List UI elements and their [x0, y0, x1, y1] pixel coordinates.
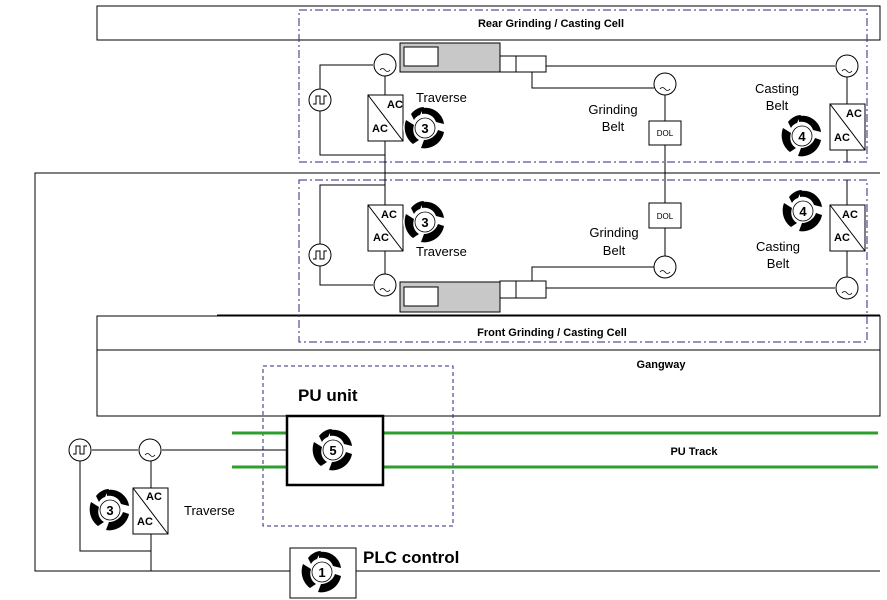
rear-traverse-motor-icon: [373, 53, 397, 77]
front-casting-motor-icon: [835, 276, 859, 300]
pu-unit-boundary: [262, 365, 454, 527]
rear-grinder-head: [515, 55, 547, 73]
pu-drive-ac-bottom: AC: [137, 516, 153, 528]
front-dol-starter: [648, 202, 682, 229]
gangway-label: Gangway: [637, 359, 687, 371]
front-casting-ac-top: AC: [842, 209, 858, 221]
front-drive-ac-top: AC: [381, 209, 397, 221]
front-grinding-label-2: Belt: [603, 243, 626, 258]
front-carriage-window: [403, 286, 439, 307]
pu-encoder-icon: [68, 438, 92, 462]
rear-casting-ac-top: AC: [846, 108, 862, 120]
front-cell-title: Front Grinding / Casting Cell: [477, 327, 627, 339]
front-cell-header: [96, 315, 881, 351]
rear-cell-header: [96, 5, 881, 41]
front-grinding-label-1: Grinding: [589, 225, 638, 240]
pu-unit-badge-number: 5: [329, 443, 336, 458]
front-casting-label-1: Casting: [756, 239, 800, 254]
pu-traverse-motor-icon: [138, 438, 162, 462]
control-bus-wire: [34, 172, 880, 572]
front-drive-ac-bottom: AC: [373, 232, 389, 244]
plc-label: PLC control: [363, 548, 459, 567]
rear-grinding-label-2: Belt: [602, 119, 625, 134]
pu-unit-box: [285, 414, 385, 487]
rear-coupling: [499, 55, 517, 73]
front-casting-ac-bottom: AC: [834, 232, 850, 244]
front-traverse-motor-icon: [373, 273, 397, 297]
rear-traverse-label: Traverse: [416, 90, 467, 105]
rear-cell-title: Rear Grinding / Casting Cell: [478, 18, 624, 30]
rear-grinding-label-1: Grinding: [588, 102, 637, 117]
plc-badge-number: 1: [318, 565, 325, 580]
rear-dol-label: DOL: [657, 129, 674, 138]
pu-traverse-label: Traverse: [184, 503, 235, 518]
rear-encoder-icon: [308, 88, 332, 112]
pu-traverse-badge-number: 3: [106, 503, 113, 518]
front-coupling: [499, 280, 517, 299]
front-grinder-head: [515, 280, 547, 299]
front-casting-label-2: Belt: [767, 256, 790, 271]
rear-casting-label-1: Casting: [755, 81, 799, 96]
rear-grinding-motor-icon: [653, 72, 677, 96]
gangway-area: [96, 349, 881, 417]
rear-drive-ac-bottom: AC: [372, 123, 388, 135]
pu-track-label: PU Track: [670, 446, 718, 458]
rear-casting-motor-icon: [835, 54, 859, 78]
rear-casting-label-2: Belt: [766, 98, 789, 113]
rear-drive-ac-top: AC: [387, 99, 403, 111]
rear-dol-starter: [648, 120, 682, 146]
front-casting-badge-number: 4: [799, 204, 807, 219]
front-grinding-motor-icon: [653, 255, 677, 279]
rear-cell-boundary: [298, 9, 868, 163]
rear-casting-badge-number: 4: [798, 129, 806, 144]
pu-unit-label: PU unit: [298, 386, 358, 405]
front-dol-label: DOL: [657, 212, 674, 221]
front-traverse-badge-number: 3: [421, 215, 428, 230]
rear-traverse-badge-number: 3: [421, 121, 428, 136]
rear-casting-ac-bottom: AC: [834, 132, 850, 144]
rear-carriage-window: [403, 46, 439, 67]
front-encoder-icon: [308, 243, 332, 267]
front-traverse-label: Traverse: [416, 244, 467, 259]
pu-drive-ac-top: AC: [146, 491, 162, 503]
